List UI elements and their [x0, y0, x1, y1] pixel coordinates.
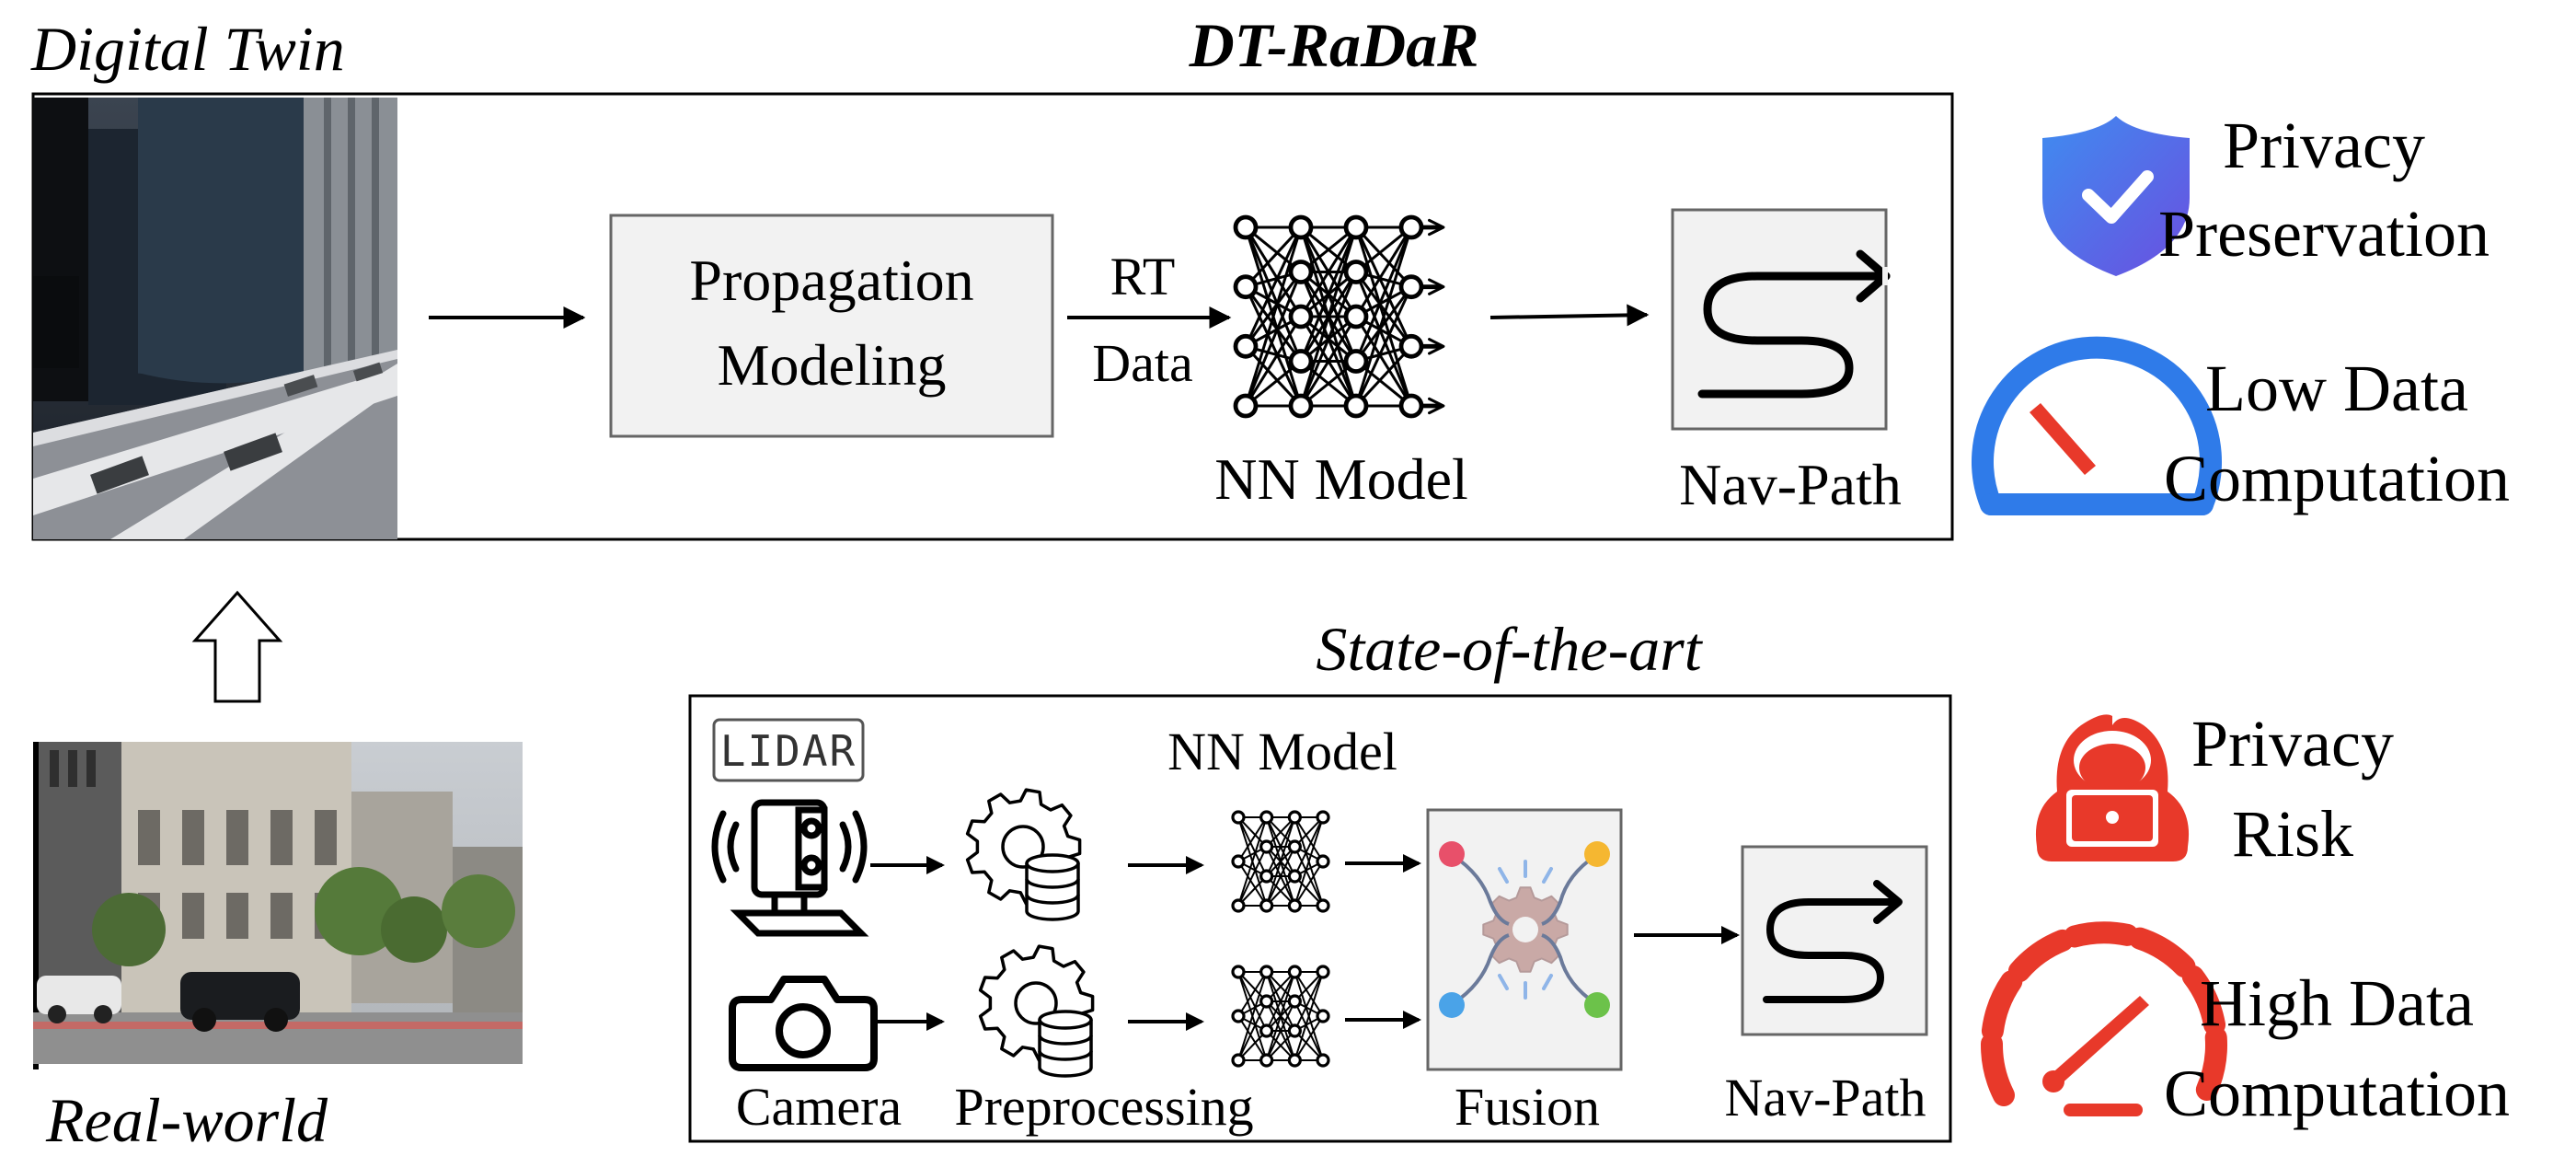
low-data-line2: Computation: [2164, 442, 2510, 515]
nav-path-box-bottom: [1741, 845, 1928, 1036]
high-data-line2: Computation: [2164, 1057, 2510, 1130]
nav-path-icon: [1763, 898, 1901, 1003]
propagation-modeling-box: Propagation Modeling: [609, 214, 1054, 438]
neural-network-icon: [1231, 810, 1330, 913]
lidar-label: LIDAR: [720, 726, 857, 776]
privacy-preservation-line1: Privacy: [2223, 109, 2425, 182]
low-data-line1: Low Data: [2205, 352, 2468, 425]
gear-database-icon: [965, 788, 1082, 921]
fusion-label: Fusion: [1455, 1077, 1600, 1137]
propagation-label: Propagation: [689, 248, 973, 313]
camera-label: Camera: [736, 1077, 902, 1137]
real-world-title: Real-world: [45, 1085, 328, 1155]
shield-check-icon: [2042, 116, 2190, 276]
neural-network-icon: [1233, 214, 1445, 419]
privacy-risk-line1: Privacy: [2191, 707, 2394, 780]
up-arrow-icon: [191, 590, 283, 703]
privacy-risk-line2: Risk: [2232, 797, 2353, 871]
gauge-low-icon: [1972, 336, 2222, 515]
preprocessing-label: Preprocessing: [954, 1077, 1253, 1137]
digital-twin-title: Digital Twin: [30, 14, 345, 84]
real-world-image: [33, 742, 523, 1069]
gear-database-icon: [978, 944, 1095, 1078]
data-label: Data: [1092, 333, 1193, 393]
lidar-badge: LIDAR: [712, 718, 865, 782]
nav-path-box-top: [1671, 208, 1891, 431]
nn-model-label-top: NN Model: [1214, 446, 1468, 512]
hacker-icon: [2035, 714, 2190, 861]
digital-twin-image: [33, 98, 397, 539]
rt-label: RT: [1110, 247, 1176, 306]
nn-model-label-bottom: NN Model: [1167, 722, 1397, 781]
neural-network-icon: [1231, 965, 1330, 1068]
fusion-gear-icon: [1439, 841, 1610, 1018]
camera-icon: [729, 976, 878, 1071]
nav-path-label-top: Nav-Path: [1679, 452, 1902, 517]
gauge-high-icon: [1981, 921, 2227, 1116]
modeling-label: Modeling: [718, 332, 947, 398]
state-of-the-art-panel: [688, 694, 1952, 1143]
privacy-preservation-line2: Preservation: [2158, 197, 2490, 271]
high-data-line1: High Data: [2200, 966, 2474, 1040]
nav-path-icon: [1697, 272, 1891, 399]
dt-radar-title: DT-RaDaR: [1189, 10, 1479, 80]
state-of-the-art-title: State-of-the-art: [1316, 614, 1703, 684]
lidar-sensor-icon: [711, 799, 869, 937]
arrow-nn-to-navpath: [1489, 304, 1650, 327]
nav-path-label-bottom: Nav-Path: [1724, 1068, 1926, 1127]
